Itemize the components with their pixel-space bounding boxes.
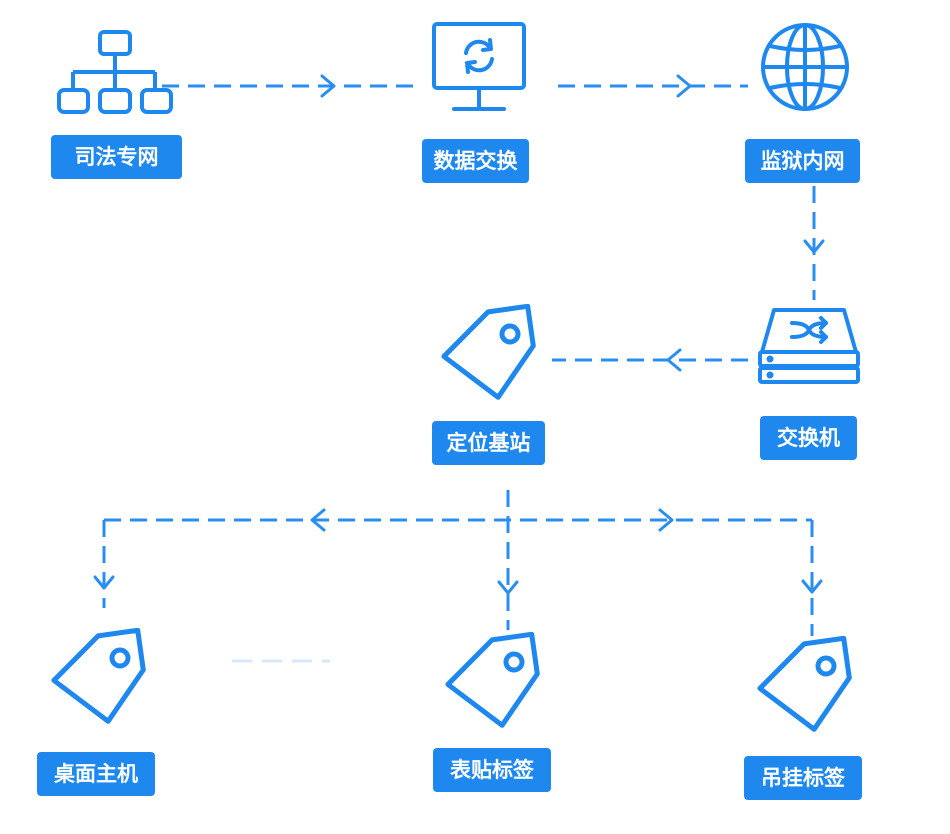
arrowhead-down-3 xyxy=(497,580,519,595)
arrowhead-left-1 xyxy=(666,348,682,372)
tag-icon xyxy=(444,632,544,732)
tag-icon xyxy=(50,628,150,728)
node-label-prison-intranet: 监狱内网 xyxy=(745,139,860,183)
arrowhead-down-4 xyxy=(801,579,823,594)
network-switch-icon xyxy=(756,306,862,388)
globe-icon xyxy=(756,20,854,116)
arrowhead-right-2 xyxy=(676,74,692,98)
node-label-base-station: 定位基站 xyxy=(432,421,545,465)
arrowhead-right-1 xyxy=(320,74,336,98)
node-label-judicial-network: 司法专网 xyxy=(51,135,182,179)
arrowhead-down-1 xyxy=(803,239,825,254)
node-label-desktop-host: 桌面主机 xyxy=(37,752,155,796)
node-label-sticker-tag: 表贴标签 xyxy=(433,748,551,792)
tag-icon xyxy=(440,304,540,404)
arrowhead-down-2 xyxy=(93,575,115,590)
tag-icon xyxy=(756,636,856,736)
node-label-switch: 交换机 xyxy=(760,416,857,460)
node-label-data-exchange: 数据交换 xyxy=(422,139,529,183)
org-chart-icon xyxy=(56,28,176,118)
arrowhead-right-3 xyxy=(658,508,674,532)
node-label-hanging-tag: 吊挂标签 xyxy=(744,756,862,800)
arrowhead-left-2 xyxy=(310,508,326,532)
monitor-sync-icon xyxy=(430,20,528,116)
